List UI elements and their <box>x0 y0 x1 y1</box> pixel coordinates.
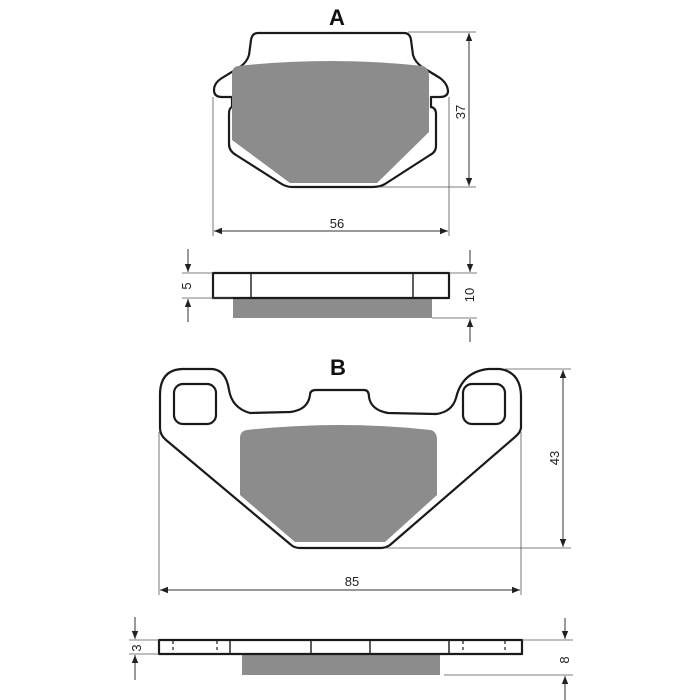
pad-b-side-friction <box>242 654 440 675</box>
pad-b-side-view: 3 8 <box>129 617 573 700</box>
pad-a-backing-thickness-label: 5 <box>179 282 194 289</box>
pad-a-front-view: A 37 56 <box>212 5 476 236</box>
pad-b-front-view: B 43 85 <box>158 355 571 595</box>
pad-b-width-label: 85 <box>345 574 359 589</box>
pad-a-total-thickness-label: 10 <box>462 288 477 302</box>
pad-a-side-backing <box>211 271 451 300</box>
pad-b-height-label: 43 <box>547 451 562 465</box>
pad-b-mounting-hole-right <box>461 382 507 426</box>
pad-a-side-friction <box>233 298 432 318</box>
pad-a-label: A <box>329 5 345 30</box>
pad-b-side-backing <box>157 638 524 656</box>
pad-b-label: B <box>330 355 346 380</box>
pad-b-mounting-hole-left <box>172 382 218 426</box>
pad-a-width-label: 56 <box>330 216 344 231</box>
pad-b-total-thickness-label: 8 <box>557 656 572 663</box>
pad-a-friction-material <box>232 61 429 183</box>
pad-b-friction-material <box>240 425 437 542</box>
pad-a-height-label: 37 <box>453 105 468 119</box>
pad-a-side-view: 5 10 <box>179 249 477 342</box>
pad-b-backing-thickness-label: 3 <box>129 644 144 651</box>
